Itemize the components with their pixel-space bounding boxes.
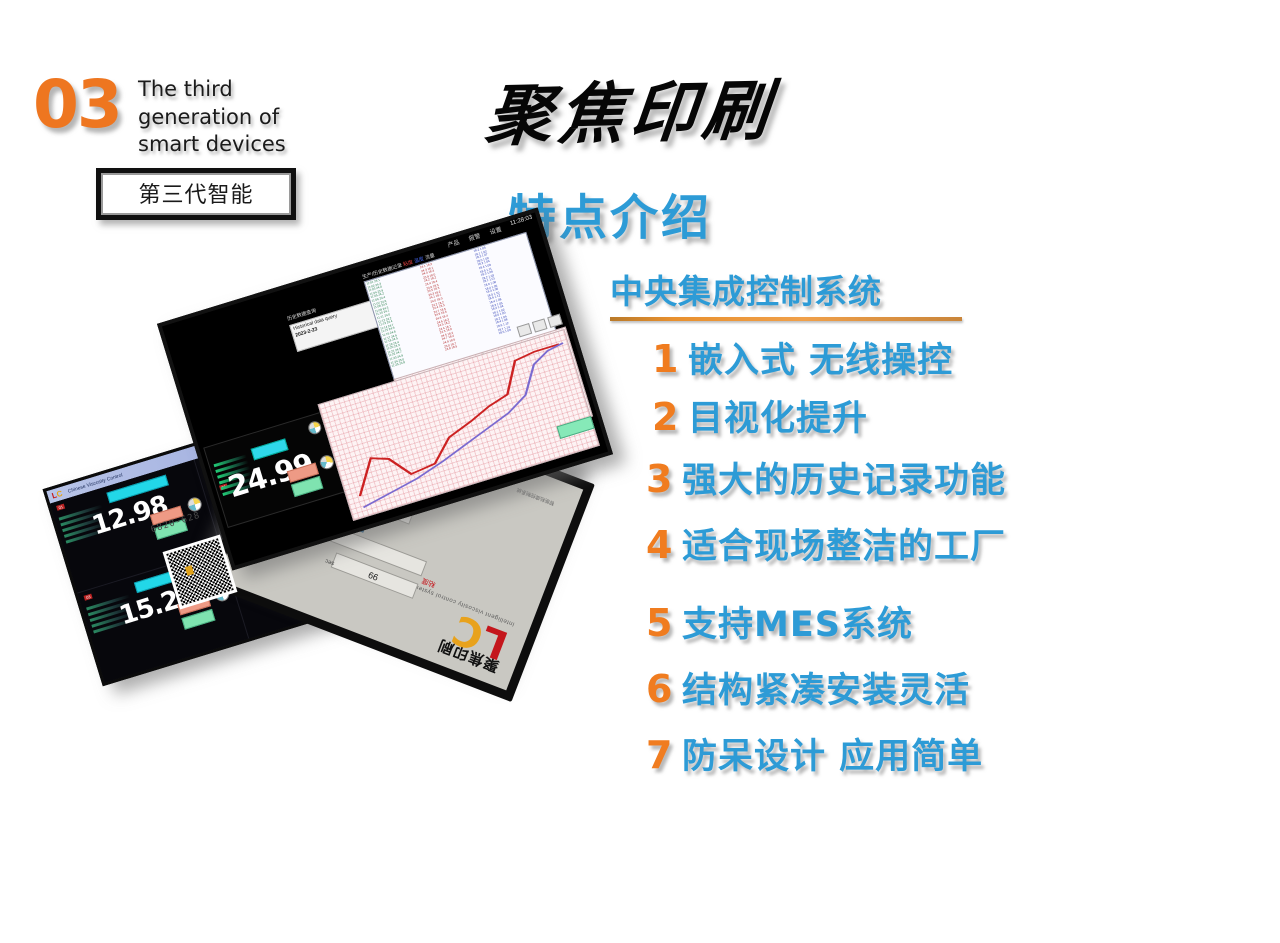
device-b-footnote: 智能粘度控制系统 xyxy=(516,486,556,507)
feature-label: 强大的历史记录功能 xyxy=(682,461,1007,501)
badge-chinese-box-inner: 第三代智能 xyxy=(101,173,291,215)
badge-chinese-label: 第三代智能 xyxy=(138,183,254,208)
badge-english-line-3: smart devices xyxy=(138,132,286,157)
feature-list: 1 嵌入式 无线操控 2 目视化提升 3 强大的历史记录功能 4 适合现场整洁的… xyxy=(646,332,1116,777)
list-item: 1 嵌入式 无线操控 xyxy=(652,332,1116,381)
feature-number: 1 xyxy=(652,337,679,381)
feature-number: 6 xyxy=(646,667,673,711)
trend-line-red-2 xyxy=(358,343,560,497)
list-item: 6 结构紧凑安装灵活 xyxy=(646,662,1116,711)
subsection-title: 中央集成控制系统 xyxy=(610,272,882,311)
badge-chinese-box: 第三代智能 xyxy=(96,168,296,220)
feature-label: 适合现场整洁的工厂 xyxy=(682,527,1007,567)
list-item: 3 强大的历史记录功能 xyxy=(646,452,1116,501)
subsection-underline xyxy=(610,317,962,321)
feature-number: 3 xyxy=(646,457,673,501)
trend-line-svg-secondary xyxy=(358,342,564,509)
device-c-tab-alarms[interactable]: 报警 xyxy=(468,233,482,243)
feature-label: 嵌入式 无线操控 xyxy=(688,341,954,381)
device-photo-cluster: LC Chinese Viscosity Control 01 12.98 02 xyxy=(42,207,614,750)
trend-line-purple-2 xyxy=(362,342,564,509)
badge-english-line-2: generation of xyxy=(138,104,280,129)
feature-label: 结构紧凑安装灵活 xyxy=(682,671,971,711)
feature-number: 7 xyxy=(646,733,673,777)
feature-number: 2 xyxy=(652,395,679,439)
feature-label: 支持MES系统 xyxy=(682,605,913,645)
badge-english-line-1: The third xyxy=(138,77,233,101)
device-c-gauge-color-wheel-icon xyxy=(306,419,323,436)
list-item: 4 适合现场整洁的工厂 xyxy=(646,518,1116,567)
device-c-inner: 产品 报警 设置 11:28:03 历史数据查询 Historical data… xyxy=(161,212,609,566)
device-c-tab-settings[interactable]: 设置 xyxy=(489,227,503,237)
device-screen-main-monitor: 产品 报警 设置 11:28:03 历史数据查询 Historical data… xyxy=(156,207,614,571)
feature-number: 4 xyxy=(646,523,673,567)
device-a-brand: LC xyxy=(50,488,64,501)
list-item: 2 目视化提升 xyxy=(652,390,1116,439)
gauge-tag: 03 xyxy=(83,593,94,601)
device-c-clock: 11:28:03 xyxy=(509,214,534,228)
device-c-trend-chart-secondary xyxy=(317,328,600,522)
page-title-brush: 聚焦印刷 xyxy=(482,70,779,156)
badge-english-caption: The third generation of smart devices xyxy=(138,76,328,159)
feature-number: 5 xyxy=(646,601,673,645)
subsection-heading: 中央集成控制系统 xyxy=(610,265,970,321)
feature-label: 防呆设计 应用简单 xyxy=(682,737,984,777)
feature-label: 目视化提升 xyxy=(688,399,869,439)
list-item: 5 支持MES系统 xyxy=(646,596,1116,645)
badge-number: 03 xyxy=(33,66,123,143)
device-c-tab-products[interactable]: 产品 xyxy=(447,239,461,250)
list-item: 7 防呆设计 应用简单 xyxy=(646,728,1116,777)
section-badge: 03 The third generation of smart devices… xyxy=(28,62,328,232)
gauge-tag: 01 xyxy=(56,503,66,511)
chart-next-icon[interactable] xyxy=(547,313,563,328)
